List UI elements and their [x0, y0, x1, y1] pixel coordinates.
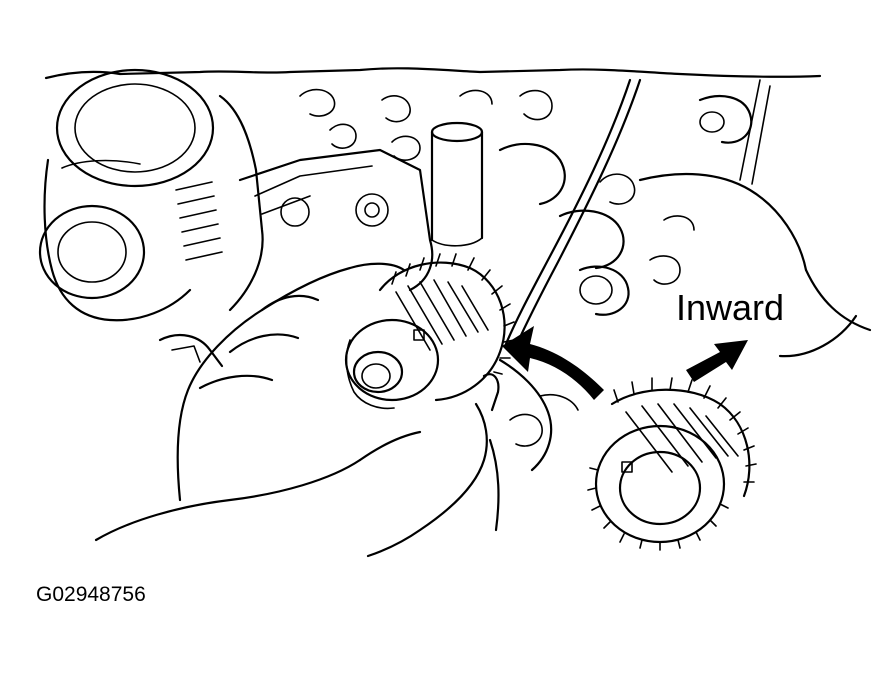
engine-block [38, 67, 872, 532]
crankshaft-gear-installed [344, 253, 515, 410]
inward-label: Inward [676, 287, 784, 328]
hand [94, 262, 500, 558]
figure-code: G02948756 [36, 583, 146, 606]
crankshaft-gear-removed [587, 377, 757, 551]
inward-arrow [686, 340, 748, 382]
install-direction-arrow [502, 326, 604, 400]
